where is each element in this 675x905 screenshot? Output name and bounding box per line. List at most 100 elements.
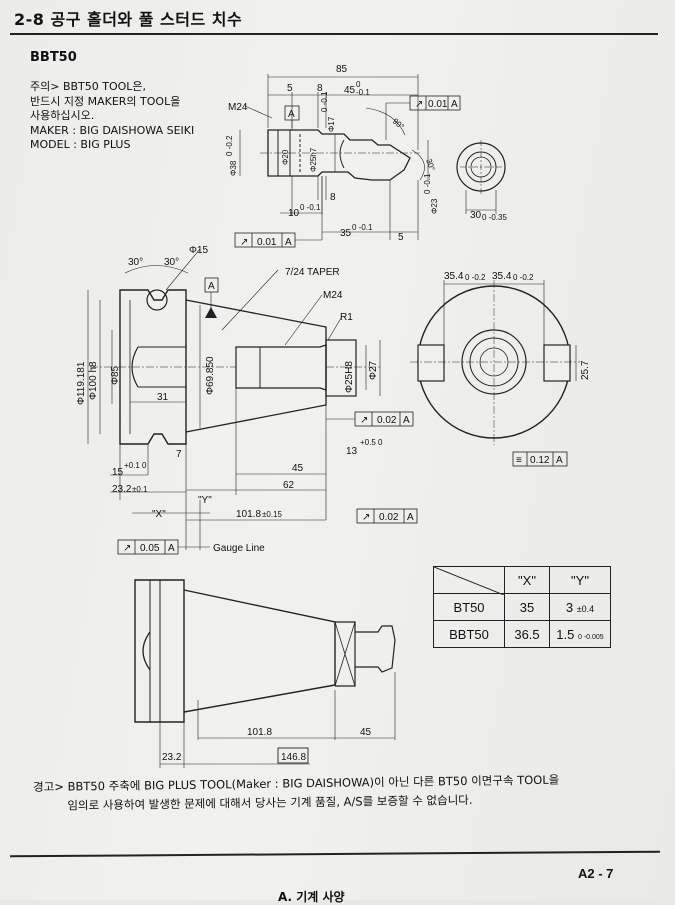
section-title: BBT50	[30, 50, 77, 65]
dim-101-8-assembly: 101.8	[247, 727, 272, 738]
dim-35-4-right-tol: 0 -0.2	[513, 273, 534, 282]
dim-15-tol: +0.1 0	[124, 461, 147, 470]
dim-85: 85	[336, 64, 348, 75]
dim-23-2: 23.2	[112, 484, 132, 495]
page-title: 2-8 공구 홀더와 풀 스터드 치수	[14, 10, 243, 29]
dim-31: 31	[157, 392, 169, 403]
runout-datum-stud: A	[451, 99, 458, 110]
datum-a-holder: A	[208, 281, 215, 292]
table-cell-y-value: 1.5	[556, 626, 575, 642]
dim-d17-tol: 0 -0.1	[320, 91, 329, 112]
runout-value-3: 0.05	[140, 543, 160, 554]
dim-13-tol: +0.5 0	[360, 438, 383, 447]
dim-45-tol2: -0.1	[356, 88, 370, 97]
dim-8: 8	[317, 83, 323, 94]
dim-30-tol: 0 -0.35	[482, 213, 507, 222]
runout-arrow-icon: ↗	[123, 543, 131, 554]
pull-stud-labels: 85 5 8 45 0 -0.1 M24 A ↗ 0.01 A 90° 30° …	[225, 64, 507, 248]
dim-d25h7: Φ25h7	[309, 147, 318, 172]
symmetry-icon: ≡	[516, 455, 522, 466]
dim-10: 10	[288, 208, 300, 219]
runout-value-2: 0.02	[379, 512, 399, 523]
note-line-2: 반드시 지정 MAKER의 TOOL을	[30, 94, 181, 108]
dim-10-tol: 0 -0.1	[300, 203, 321, 212]
dim-45: 45	[344, 85, 356, 96]
dim-35: 35	[340, 228, 352, 239]
label-taper: 7/24 TAPER	[285, 267, 340, 278]
dim-101-8: 101.8	[236, 509, 261, 520]
dim-d38: Φ38	[229, 160, 238, 176]
dim-35-4-left: 35.4	[444, 271, 464, 282]
note-line-3: 사용하십시오.	[30, 109, 95, 122]
caution-note: 주의> BBT50 TOOL은, 반드시 지정 MAKER의 TOOL을 사용하…	[30, 80, 194, 153]
runout-datum-3: A	[168, 543, 175, 554]
dim-45-holder: 45	[292, 463, 304, 474]
table-row: BBT50 36.5 1.5 0 -0.005	[433, 620, 611, 648]
label-r1: R1	[340, 312, 353, 323]
dim-15: 15	[112, 467, 124, 478]
dim-d25h8: Φ25H8	[344, 361, 355, 393]
dim-d69: Φ69.850	[205, 356, 216, 395]
dim-25-7: 25.7	[580, 360, 591, 380]
dim-35-tol: 0 -0.1	[352, 223, 373, 232]
table-row: BT50 35 3 ±0.4	[433, 593, 611, 621]
dim-d85: Φ85	[110, 365, 121, 385]
table-cell-name: BBT50	[433, 620, 505, 648]
table-cell-y-tol: 0 -0.005	[578, 633, 604, 641]
dim-d15: Φ15	[189, 245, 209, 256]
symmetry-datum: A	[556, 455, 563, 466]
runout-arrow-icon: ↗	[360, 415, 368, 426]
dim-23-2-assembly: 23.2	[162, 752, 182, 763]
pull-stud-drawing	[234, 74, 506, 248]
datum-a-stud: A	[288, 109, 295, 120]
symmetry-value: 0.12	[530, 455, 550, 466]
dim-d17: Φ17	[327, 116, 336, 132]
table-cell-y-value: 3	[565, 599, 574, 615]
dim-d23: Φ23	[430, 198, 439, 214]
xy-dimension-table: "X" "Y" BT50 35 3 ±0.4 BBT50 36.5 1.5 0 …	[433, 566, 611, 648]
dim-23-2-tol: ±0.1	[132, 485, 148, 494]
runout-datum-2: A	[407, 512, 414, 523]
table-header-row: "X" "Y"	[433, 566, 611, 595]
holder-drawing	[87, 248, 580, 555]
dim-d23-tol: 0 -0.1	[423, 173, 432, 194]
warning-note: 경고> BBT50 주축에 BIG PLUS TOOL(Maker : BIG …	[33, 771, 560, 816]
dim-45-assembly: 45	[360, 727, 372, 738]
dim-35-4-right: 35.4	[492, 271, 512, 282]
runout-value-1: 0.02	[377, 415, 397, 426]
runout-arrow-icon: ↗	[362, 512, 370, 523]
dim-5b: 5	[398, 232, 404, 243]
dim-30: 30	[470, 210, 482, 221]
note-line-4: MAKER : BIG DAISHOWA SEIKI	[30, 123, 195, 137]
holder-labels: 30° 30° Φ15 7/24 TAPER M24 R1 A Φ119.181…	[76, 245, 591, 554]
table-header-x: "X"	[504, 566, 550, 594]
table-cell-x: 36.5	[504, 620, 550, 648]
note-line-1: 주의> BBT50 TOOL은,	[30, 80, 147, 93]
table-cell-y-tol: ±0.4	[576, 603, 595, 614]
runout-value-stud: 0.01	[428, 99, 448, 110]
dim-45-tol: 0	[356, 80, 361, 89]
diagonal-divider	[434, 567, 504, 595]
dim-d27: Φ27	[368, 360, 379, 380]
dim-101-8-tol: ±0.15	[262, 510, 283, 519]
runout-arrow-icon: ↗	[415, 99, 423, 110]
table-cell-x: 35	[504, 593, 550, 621]
chapter-footer: A. 기계 사양	[278, 890, 345, 904]
table-corner-cell	[433, 566, 505, 595]
note-line-5: MODEL : BIG PLUS	[30, 138, 131, 151]
table-cell-y: 3 ±0.4	[549, 593, 611, 621]
assembly-drawing	[134, 579, 396, 768]
table-cell-y: 1.5 0 -0.005	[549, 620, 611, 648]
label-x: "X"	[152, 509, 166, 520]
dim-d38-tol: 0 -0.2	[225, 135, 234, 156]
dim-d119: Φ119.181	[76, 361, 87, 405]
runout-datum-stud-2: A	[285, 237, 292, 248]
label-y: "Y"	[198, 495, 212, 506]
label-m24-holder: M24	[323, 290, 343, 301]
dim-146-8: 146.8	[281, 752, 306, 763]
angle-30-right: 30°	[164, 257, 179, 268]
dim-8b: 8	[330, 192, 336, 203]
dim-5: 5	[287, 83, 293, 94]
angle-30-left: 30°	[128, 257, 143, 268]
